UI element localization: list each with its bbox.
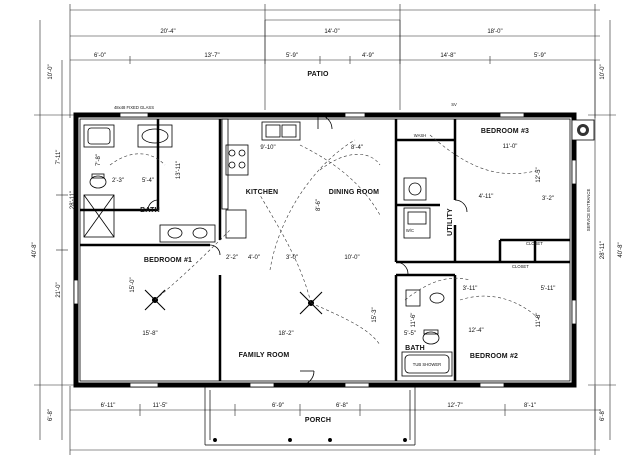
dim-inner-c8: 3'-11" [463,286,478,292]
dim-br3-width: 11'-0" [503,144,518,150]
dim-top-d: 6'-0" [94,53,106,59]
dim-inner-c9: 5'-11" [541,286,556,292]
note-wash: WASH [414,133,426,138]
note-tub-shower: TUB SHOWER [413,362,441,367]
dim-inner-c10: 3'-2" [542,196,554,202]
dim-top-g: 4'-9" [362,53,374,59]
electrical-runs [109,134,541,346]
room-label-closet-a: CLOSET [526,241,543,246]
dim-top-f: 5'-9" [286,53,298,59]
dim-inner-c5: 5'-4" [142,178,154,184]
dim-left-top: 10'-0" [48,64,54,79]
dim-top-i: 5'-9" [534,53,546,59]
dim-dining-height: 15'-3" [372,307,378,322]
dim-bath2-height: 11'-6" [411,313,417,328]
dim-top-a: 20'-4" [160,29,175,35]
dim-dining-width: 10'-0" [344,255,359,261]
dim-br2-height: 11'-8" [536,313,542,328]
dim-bottom-c: 6'-9" [272,403,284,409]
room-label-bedroom2: BEDROOM #2 [470,353,518,360]
room-label-patio: PATIO [307,71,329,78]
dim-inner-c3: 3'-0" [286,255,298,261]
service-meter-icon [571,119,595,141]
room-label-utility: UTILITY [447,208,454,236]
dim-kitchen-a: 9'-10" [260,145,275,151]
room-label-bath2: BATH [405,345,425,352]
exterior-walls [73,112,577,388]
dim-bottom-e: 12'-7" [447,403,462,409]
dim-left-bot: 6'-8" [48,409,54,421]
dim-br1-width: 15'-8" [142,331,157,337]
note-wc: W/C [406,228,414,233]
top-dimension-lines [69,4,600,118]
dim-bottom-a: 6'-11" [101,403,116,409]
dim-top-h: 14'-8" [440,53,455,59]
note-sv: SV [451,102,457,107]
dim-inner-c1: 2'-2" [226,255,238,261]
interior-walls [80,119,570,381]
note-service-entrance: SERVICE ENTRANCE [586,189,591,232]
door-swings [147,114,468,386]
room-label-dining: DINING ROOM [329,189,379,196]
dim-left-total: 40'-8" [32,242,38,257]
dim-right-mid: 28'-11" [600,241,606,259]
dim-left-inner: 28'-11" [70,191,76,209]
dim-inner-c4: 4'-11" [479,194,494,200]
dim-bottom-b: 11'-5" [153,403,168,409]
dim-inner-c11: 7'-8" [96,154,102,166]
porch-outline [204,385,416,446]
dim-bath2-width: 5'-5" [404,331,416,337]
side-dimension-lines [34,20,616,440]
bath-fixtures [83,118,453,377]
dim-inner-c6: 2'-3" [112,178,124,184]
dim-br1-height: 15'-0" [130,277,136,292]
dim-bottom-d: 6'-8" [336,403,348,409]
dim-right-total: 40'-8" [618,242,624,257]
dim-top-e: 13'-7" [204,53,219,59]
room-label-bedroom3: BEDROOM #3 [481,128,529,135]
dim-right-top: 10'-0" [600,64,606,79]
dim-inner-c12: 13'-11" [176,161,182,179]
windows [73,112,577,388]
dim-br2-width: 12'-4" [468,328,483,334]
dim-left-mid: 21'-0" [56,282,62,297]
dim-top-c: 18'-0" [487,29,502,35]
dim-left-sub: 7'-11" [56,150,62,165]
room-label-kitchen: KITCHEN [246,189,279,196]
dim-right-bot: 6'-8" [600,409,606,421]
dim-family-width: 18'-2" [278,331,293,337]
room-label-bedroom1: BEDROOM #1 [144,257,192,264]
note-fixed-glass: 48x48 FIXED GLASS [114,105,154,110]
room-label-family: FAMILY ROOM [239,352,290,359]
room-label-porch: PORCH [305,417,331,424]
dim-inner-c2: 4'-0" [248,255,260,261]
dim-inner-c7: 8'-6" [316,199,322,211]
dim-kitchen-b: 8'-4" [351,145,363,151]
dim-top-b: 14'-0" [324,29,339,35]
room-label-closet-b: CLOSET [512,264,529,269]
dim-bottom-f: 8'-1" [524,403,536,409]
dim-br3-height: 12'-5" [536,167,542,182]
room-label-bath-main: BATH [140,207,160,214]
